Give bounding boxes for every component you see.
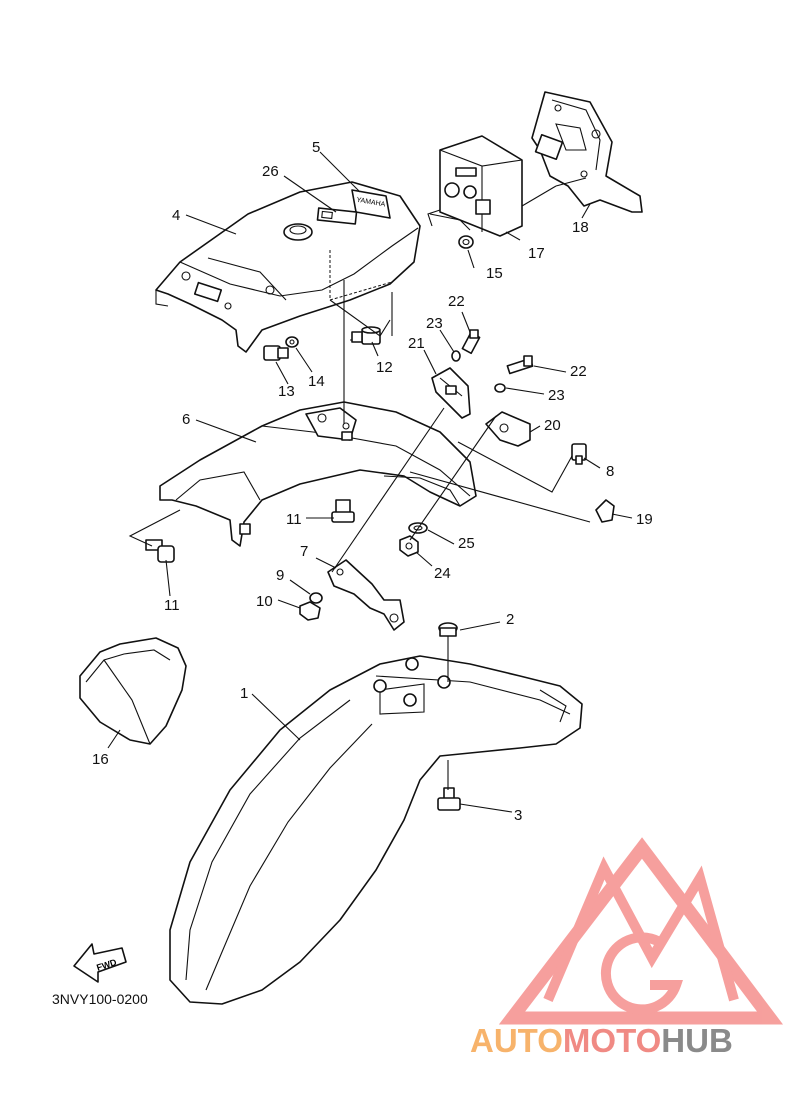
label-21: 21: [408, 335, 425, 352]
label-26: 26: [262, 163, 279, 180]
label-14: 14: [308, 373, 325, 390]
part-15-grommet: [458, 235, 474, 249]
label-22b: 22: [570, 363, 587, 380]
watermark-part-moto: MOTO: [563, 1022, 661, 1059]
part-18-bracket: [531, 91, 643, 213]
label-13: 13: [278, 383, 295, 400]
part-22-screw-a: [461, 329, 481, 355]
label-2: 2: [506, 611, 514, 628]
label-7: 7: [300, 543, 308, 560]
label-11b: 11: [164, 597, 180, 614]
label-8: 8: [606, 463, 614, 480]
part-19-reflector: [595, 499, 615, 523]
part-23-washer-a: [451, 350, 461, 362]
part-11-bolt-b: [145, 539, 175, 563]
label-17: 17: [528, 245, 545, 262]
label-9: 9: [276, 567, 284, 584]
label-15: 15: [486, 265, 503, 282]
watermark-brand-text: AUTOMOTOHUB: [470, 1022, 733, 1059]
part-21-bracket: [431, 367, 471, 419]
part-10-nut: [299, 601, 321, 621]
label-leaders: [107, 151, 633, 813]
part-20-bracket: [485, 411, 531, 447]
part-22-screw-b: [506, 355, 534, 375]
label-16: 16: [92, 751, 109, 768]
fwd-arrow-icon: FWD: [73, 943, 127, 983]
label-19: 19: [636, 511, 653, 528]
label-25: 25: [458, 535, 475, 552]
label-18: 18: [572, 219, 589, 236]
watermark-part-hub: HUB: [661, 1022, 733, 1059]
assembly-lines: [128, 209, 591, 790]
part-14-washer: [285, 336, 299, 348]
part-23-washer-b: [494, 383, 506, 393]
label-5: 5: [312, 139, 320, 156]
diagram-code: 3NVY100-0200: [52, 991, 148, 1007]
label-6: 6: [182, 411, 190, 428]
label-3: 3: [514, 807, 522, 824]
part-16-guard: [79, 637, 187, 745]
watermark-part-auto: AUTO: [470, 1022, 563, 1059]
part-3-bolt: [437, 787, 461, 811]
part-5-emblem-plate: YAMAHA: [351, 189, 391, 219]
part-7-bracket: [327, 559, 405, 631]
part-number-labels: 1 2 3 4 5 6 7 8 9 10 11 11 12 13 14 15 1…: [92, 139, 653, 824]
emblem-plate-text: YAMAHA: [356, 197, 386, 209]
part-24-nut: [399, 535, 419, 557]
label-24: 24: [434, 565, 451, 582]
part-9-washer: [309, 592, 323, 604]
label-11a: 11: [286, 511, 302, 528]
part-2-collar: [438, 622, 458, 637]
label-10: 10: [256, 593, 273, 610]
part-13-bolt: [263, 345, 289, 361]
part-17-tail-light: [429, 135, 587, 237]
automotohub-logo-mark: [498, 837, 784, 1025]
label-20: 20: [544, 417, 561, 434]
part-11-bolt-a: [331, 499, 355, 523]
label-1: 1: [240, 685, 248, 702]
label-4: 4: [172, 207, 180, 224]
part-12-bolt: [350, 326, 381, 345]
label-22a: 22: [448, 293, 465, 310]
part-26-label: [316, 207, 358, 225]
label-12: 12: [376, 359, 393, 376]
label-23a: 23: [426, 315, 443, 332]
part-8-bolt: [571, 443, 587, 465]
part-1-rear-fender: [169, 655, 583, 1005]
label-23b: 23: [548, 387, 565, 404]
